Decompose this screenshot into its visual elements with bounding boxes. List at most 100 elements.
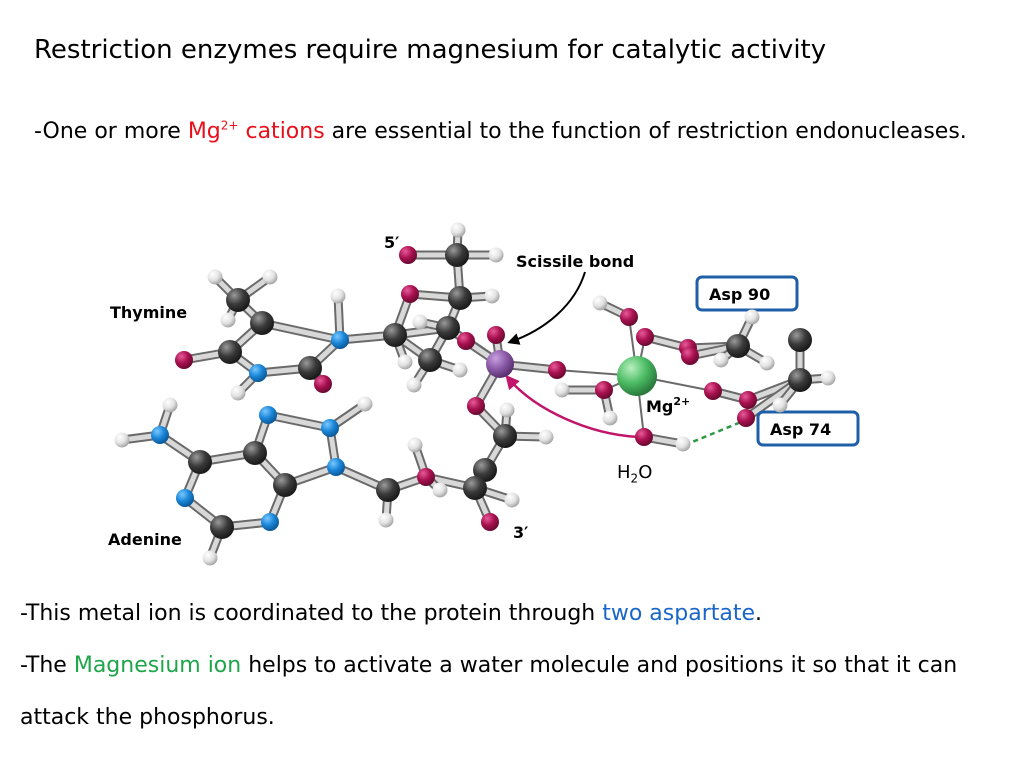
carbon-atom <box>383 323 407 347</box>
hydrogen-atom <box>202 550 218 566</box>
oxygen-atom <box>457 332 475 350</box>
carbon-atom <box>463 476 487 500</box>
oxygen-atom <box>399 246 417 264</box>
hydrogen-atom <box>499 402 515 418</box>
hydrogen-atom <box>538 429 554 445</box>
oxygen-atom <box>635 428 653 446</box>
hydrogen-atom <box>450 222 466 238</box>
hydrogen-atom <box>759 355 775 371</box>
oxygen-atom <box>620 308 638 326</box>
carbon-atom <box>436 316 460 340</box>
nitrogen-atom <box>249 364 267 382</box>
oxygen-atom <box>481 513 499 531</box>
carbon-atom <box>273 473 297 497</box>
nitrogen-atom <box>176 489 194 507</box>
h2o-o: O <box>638 462 653 483</box>
hydrogen-atom <box>406 377 422 393</box>
intro-cations: cations <box>245 119 325 144</box>
asp90-box <box>695 275 799 312</box>
label-mg-charge: 2+ <box>673 395 690 408</box>
carbon-atom <box>418 348 442 372</box>
carbon-atom <box>448 286 472 310</box>
hydrogen-atom <box>675 436 691 452</box>
oxygen-atom <box>314 375 332 393</box>
bullet1-suffix: . <box>755 601 763 626</box>
bullet-magnesium: -The Magnesium ion helps to activate a w… <box>20 640 1010 744</box>
label-asp74: Asp 74 <box>770 420 831 439</box>
hydrogen-atom <box>504 492 520 508</box>
label-3prime: 3′ <box>513 523 528 542</box>
intro-mg-charge: 2+ <box>220 118 239 133</box>
oxygen-atom <box>175 351 193 369</box>
carbon-atom <box>210 515 234 539</box>
atom-layer <box>114 222 836 566</box>
oxygen-atom <box>401 285 419 303</box>
label-thymine: Thymine <box>110 303 187 322</box>
oxygen-atom <box>737 409 755 427</box>
hydrogen-bond-dashed <box>684 418 747 447</box>
label-mg-symbol: Mg <box>646 397 673 416</box>
hydrogen-atom <box>397 354 413 370</box>
hydrogen-atom <box>432 482 448 498</box>
hydrogen-atom <box>602 410 618 426</box>
scissile-arrow <box>507 271 586 345</box>
intro-rest: are essential to the function of restric… <box>324 119 967 144</box>
bullet2-suffix: helps to activate a water molecule and p… <box>20 653 958 730</box>
bond-highlight-t2-t3 <box>259 320 343 343</box>
magnesium-atom <box>617 356 657 396</box>
hydrogen-atom <box>407 437 423 453</box>
hydrogen-atom <box>554 382 570 398</box>
carbon-atom <box>788 328 812 352</box>
hydrogen-atom <box>488 247 504 263</box>
hydrogen-atom <box>378 512 394 528</box>
attack-arrow <box>505 374 641 439</box>
oxygen-atom <box>595 381 613 399</box>
carbon-atom <box>493 424 517 448</box>
label-asp90: Asp 90 <box>709 285 770 304</box>
hydrogen-atom <box>114 432 130 448</box>
carbon-atom <box>726 334 750 358</box>
label-scissile-bond: Scissile bond <box>516 252 634 271</box>
intro-prefix: -One or more <box>34 119 188 144</box>
h2o-subscript: 2 <box>630 471 639 486</box>
intro-mg-symbol: Mg <box>187 119 221 144</box>
hydrogen-atom <box>452 362 468 378</box>
bullet1-prefix: -This metal ion is coordinated to the pr… <box>20 601 603 626</box>
hydrogen-atom <box>220 312 236 328</box>
label-5prime: 5′ <box>384 233 399 252</box>
carbon-atom <box>473 458 497 482</box>
oxygen-atom <box>487 326 505 344</box>
hydrogen-atom <box>357 396 373 412</box>
oxygen-atom <box>739 391 757 409</box>
bottom-text: -This metal ion is coordinated to the pr… <box>20 588 1010 744</box>
h2o-h: H <box>617 462 631 483</box>
hydrogen-atom <box>484 288 500 304</box>
carbon-atom <box>376 478 400 502</box>
bullet-aspartate: -This metal ion is coordinated to the pr… <box>20 588 1010 640</box>
asp74-box <box>756 410 860 447</box>
hydrogen-atom <box>592 295 608 311</box>
carbon-atom <box>445 243 469 267</box>
bullet2-prefix: -The <box>20 653 74 678</box>
nitrogen-atom <box>259 406 277 424</box>
intro-text: -One or more Mg2+ cations are essential … <box>34 106 994 158</box>
nitrogen-atom <box>327 458 345 476</box>
bond-highlight-a8-a9 <box>265 412 333 431</box>
hydrogen-atom <box>230 385 246 401</box>
carbon-atom <box>218 340 242 364</box>
oxygen-atom <box>548 361 566 379</box>
diagram-labels: 5′ 3′ Thymine Adenine Scissile bond Asp … <box>108 233 831 549</box>
oxygen-atom <box>681 347 699 365</box>
carbon-atom <box>243 441 267 465</box>
diagram-annotations <box>505 271 860 447</box>
nitrogen-atom <box>261 513 279 531</box>
oxygen-atom <box>467 397 485 415</box>
oxygen-atom <box>704 382 722 400</box>
label-adenine: Adenine <box>108 530 182 549</box>
carbon-atom <box>788 368 812 392</box>
hydrogen-atom <box>713 352 729 368</box>
hydrogen-atom <box>412 314 428 330</box>
hydrogen-atom <box>262 269 278 285</box>
label-mg: Mg2+ <box>646 395 690 416</box>
